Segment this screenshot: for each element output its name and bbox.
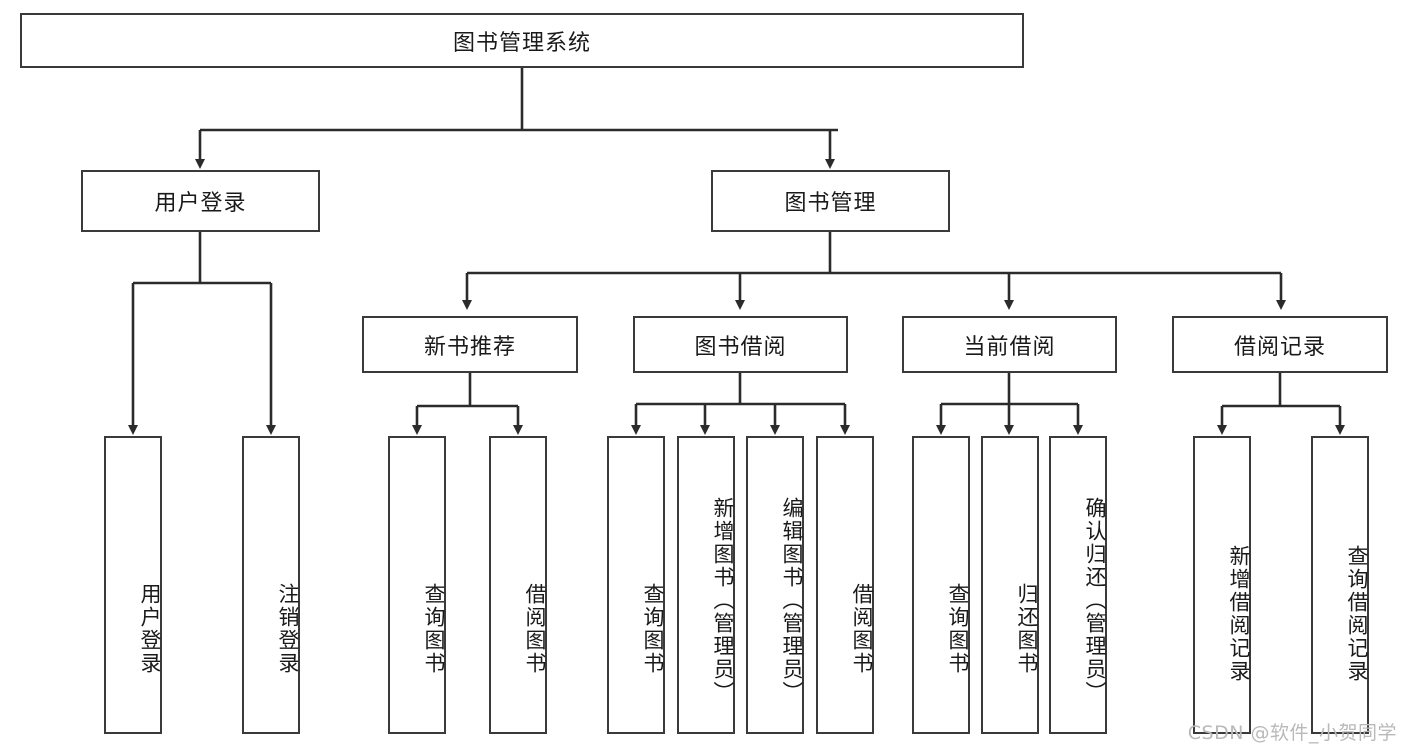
node-leaf-confirm-return-label: 确认归还（管理员） bbox=[1083, 496, 1107, 704]
node-root[interactable]: 图书管理系统 bbox=[20, 13, 1024, 68]
node-current-borrow-label: 当前借阅 bbox=[963, 334, 1056, 360]
node-leaf-add-book[interactable]: 新增图书（管理员） bbox=[677, 436, 735, 734]
node-leaf-query-book-1[interactable]: 查询图书 bbox=[388, 436, 446, 734]
node-leaf-query-book-2-label: 查询图书 bbox=[641, 583, 665, 675]
node-leaf-query-book-2[interactable]: 查询图书 bbox=[607, 436, 665, 734]
node-user-login[interactable]: 用户登录 bbox=[81, 170, 320, 232]
node-user-login-label: 用户登录 bbox=[154, 191, 247, 216]
node-leaf-user-login-label: 用户登录 bbox=[138, 583, 162, 675]
node-leaf-edit-book-label: 编辑图书（管理员） bbox=[780, 496, 804, 704]
node-book-borrow-label: 图书借阅 bbox=[694, 334, 787, 360]
node-book-manage-label: 图书管理 bbox=[784, 191, 877, 216]
node-leaf-user-logout[interactable]: 注销登录 bbox=[242, 436, 300, 734]
node-new-book-recommend-label: 新书推荐 bbox=[423, 334, 516, 360]
node-root-label: 图书管理系统 bbox=[452, 30, 591, 56]
node-leaf-return-book[interactable]: 归还图书 bbox=[981, 436, 1039, 734]
node-leaf-borrow-book-2-label: 借阅图书 bbox=[850, 583, 874, 675]
node-leaf-borrow-book-1[interactable]: 借阅图书 bbox=[489, 436, 547, 734]
node-leaf-confirm-return[interactable]: 确认归还（管理员） bbox=[1049, 436, 1107, 734]
node-book-manage[interactable]: 图书管理 bbox=[711, 170, 950, 232]
node-leaf-user-login[interactable]: 用户登录 bbox=[104, 436, 162, 734]
node-current-borrow[interactable]: 当前借阅 bbox=[902, 316, 1117, 373]
node-leaf-return-book-label: 归还图书 bbox=[1015, 583, 1039, 675]
node-new-book-recommend[interactable]: 新书推荐 bbox=[362, 316, 578, 373]
node-borrow-record[interactable]: 借阅记录 bbox=[1172, 316, 1388, 373]
node-leaf-edit-book[interactable]: 编辑图书（管理员） bbox=[746, 436, 804, 734]
node-borrow-record-label: 借阅记录 bbox=[1233, 334, 1326, 360]
node-book-borrow[interactable]: 图书借阅 bbox=[633, 316, 848, 373]
node-leaf-user-logout-label: 注销登录 bbox=[276, 583, 300, 675]
node-leaf-borrow-book-2[interactable]: 借阅图书 bbox=[816, 436, 874, 734]
csdn-watermark: CSDN @软件_小贺同学 bbox=[1187, 722, 1397, 744]
node-leaf-add-record[interactable]: 新增借阅记录 bbox=[1193, 436, 1251, 734]
node-leaf-query-book-1-label: 查询图书 bbox=[422, 583, 446, 675]
node-leaf-query-book-3-label: 查询图书 bbox=[946, 583, 970, 675]
node-leaf-borrow-book-1-label: 借阅图书 bbox=[523, 583, 547, 675]
node-leaf-add-record-label: 新增借阅记录 bbox=[1227, 545, 1251, 683]
node-leaf-query-record[interactable]: 查询借阅记录 bbox=[1311, 436, 1369, 734]
node-leaf-add-book-label: 新增图书（管理员） bbox=[711, 496, 735, 704]
node-leaf-query-book-3[interactable]: 查询图书 bbox=[912, 436, 970, 734]
node-leaf-query-record-label: 查询借阅记录 bbox=[1345, 545, 1369, 683]
